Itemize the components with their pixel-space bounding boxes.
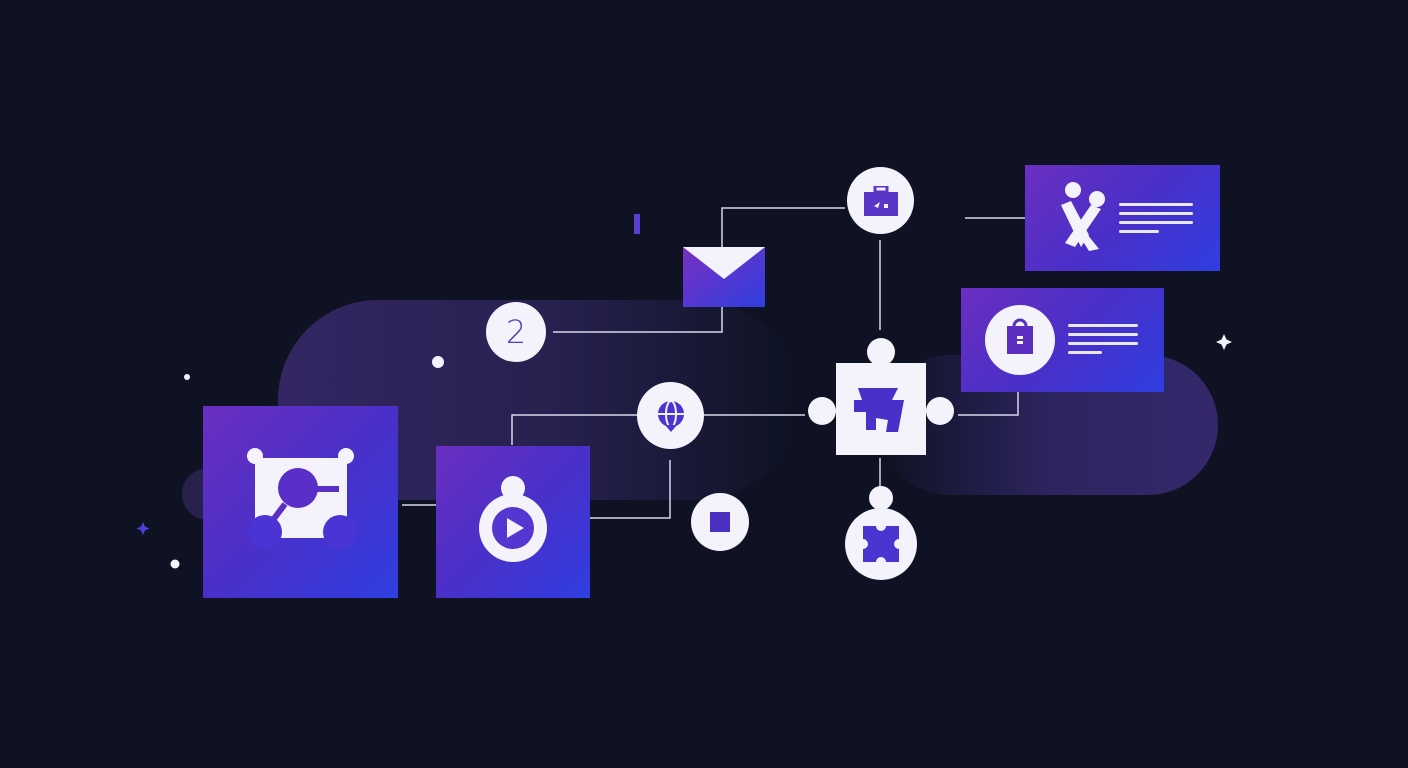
chat-search-icon: [247, 448, 357, 549]
briefcase-node[interactable]: [847, 167, 914, 234]
decorative-dot: [184, 374, 190, 380]
shopping-bag-node: [985, 305, 1055, 375]
text-placeholder-lines: [1119, 203, 1193, 239]
connector-line: [958, 392, 1019, 416]
shopping-bag-card[interactable]: [961, 288, 1164, 392]
connector-line: [511, 414, 638, 445]
decorative-dot: [432, 356, 444, 368]
puzzle-node[interactable]: [843, 486, 919, 582]
shopping-bag-icon: [1007, 318, 1033, 354]
play-icon: [479, 476, 547, 562]
chat-search-card[interactable]: [203, 406, 398, 598]
connector-line: [590, 460, 671, 519]
briefcase-icon: [863, 185, 898, 216]
puzzle-piece-node[interactable]: [806, 338, 956, 458]
puzzle-piece-icon: [858, 521, 904, 567]
connector-line: [553, 305, 723, 333]
globe-node[interactable]: [637, 382, 704, 449]
envelope-icon[interactable]: [683, 247, 765, 307]
video-card[interactable]: [436, 446, 590, 598]
step-number: 2: [505, 313, 527, 351]
figure-card[interactable]: [1025, 165, 1220, 271]
puzzle-piece-icon: [854, 388, 904, 432]
sparkle-icon: [136, 522, 150, 535]
decorative-dot: [170, 559, 180, 569]
step-number-node[interactable]: 2: [486, 302, 546, 362]
decorative-mark: [634, 214, 640, 234]
stop-node[interactable]: [691, 493, 749, 551]
sparkle-icon: [1216, 334, 1232, 350]
globe-icon: [657, 399, 684, 432]
stop-icon: [710, 512, 730, 532]
figure-icon: [1061, 182, 1105, 251]
text-placeholder-lines: [1068, 324, 1138, 360]
